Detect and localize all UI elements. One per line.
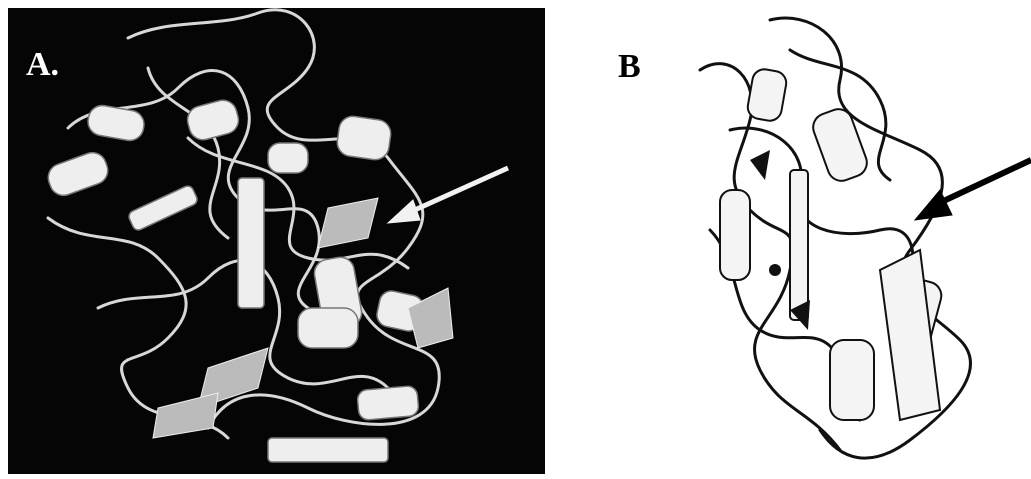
protein-ribbon-a [8,8,545,474]
panel-b-label: B [618,50,641,84]
protein-ribbon-b [590,10,1031,474]
panel-a-protein-structure: A. [8,8,545,474]
panel-b-protein-structure: B [590,10,1031,474]
panel-a-label: A. [26,48,59,82]
